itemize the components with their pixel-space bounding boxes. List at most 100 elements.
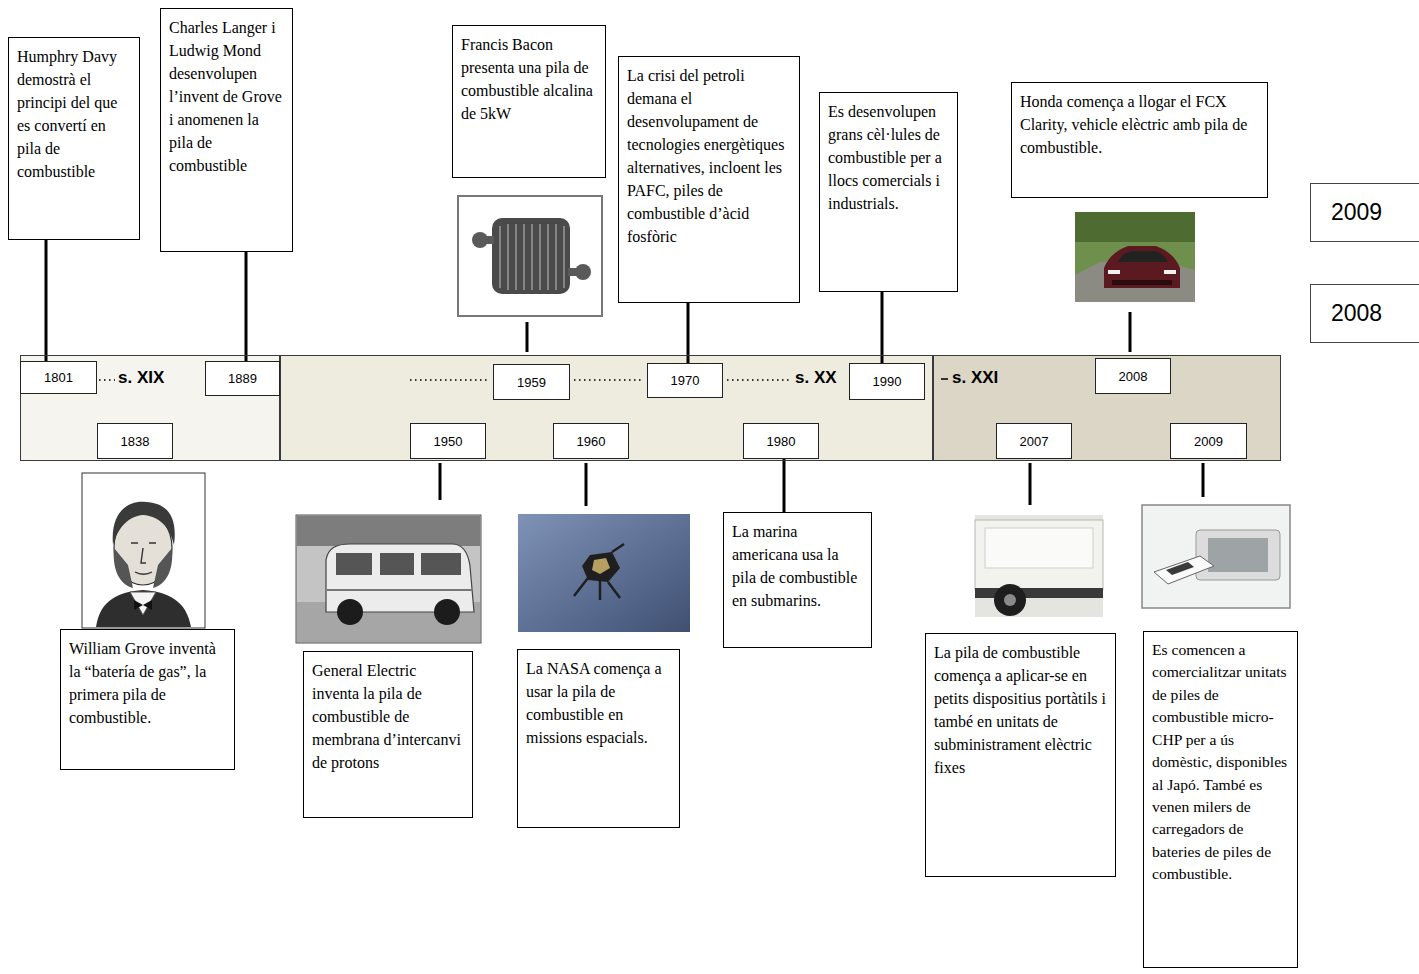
event-text: Es desenvolupen grans cèl·lules de combu…	[828, 100, 949, 215]
event-text: Humphry Davy demostrà el principi del qu…	[17, 45, 131, 183]
truck-body	[975, 520, 1103, 590]
leader-lines	[440, 312, 1203, 506]
cell-plate	[531, 224, 533, 290]
headlight	[1108, 270, 1120, 274]
portrait-picture	[82, 473, 205, 628]
cell-plate	[563, 226, 565, 288]
event-text: La marina americana usa la pila de combu…	[732, 520, 863, 612]
event-box: General Electric inventa la pila de comb…	[303, 651, 473, 818]
cell-plate	[539, 224, 541, 290]
device-screen	[1166, 562, 1194, 575]
device-pad	[1154, 556, 1214, 584]
event-box: La marina americana usa la pila de combu…	[723, 512, 872, 648]
year-box: 1980	[743, 423, 819, 459]
event-text: Honda comença a llogar el FCX Clarity, v…	[1020, 90, 1259, 159]
year-label: 1889	[228, 371, 257, 386]
collar	[130, 592, 156, 615]
century-label: s. XX	[795, 367, 837, 389]
year-note-box: 2008	[1310, 284, 1419, 343]
dotted-leader	[727, 379, 791, 381]
event-text: La NASA comença a usar la pila de combus…	[526, 657, 671, 749]
picture-frame	[1075, 212, 1195, 302]
device-grille	[1208, 538, 1268, 572]
dash-mark	[941, 378, 948, 380]
bumper	[1112, 280, 1172, 285]
truck-picture	[975, 515, 1103, 617]
year-label: 1980	[767, 434, 796, 449]
year-box: 1990	[849, 363, 925, 400]
van-window	[336, 553, 372, 575]
truck-panel	[985, 528, 1093, 568]
coat	[96, 590, 191, 627]
cell-plate	[515, 224, 517, 290]
leader-line	[1029, 463, 1032, 505]
trees	[297, 516, 480, 546]
event-box: La NASA comença a usar la pila de combus…	[517, 649, 680, 828]
year-label: 1950	[434, 434, 463, 449]
timeline-band-fills	[20, 355, 1281, 461]
truck-chassis	[975, 588, 1103, 598]
event-box: Es desenvolupen grans cèl·lules de combu…	[819, 92, 958, 292]
leader-line	[1129, 312, 1132, 352]
windshield	[1118, 251, 1168, 262]
year-box: 1959	[493, 364, 570, 400]
hair	[113, 502, 175, 545]
year-label: 1801	[44, 370, 73, 385]
cell-plates	[500, 224, 564, 290]
event-box: Francis Bacon presenta una pila de combu…	[452, 25, 606, 178]
event-text: Charles Langer i Ludwig Mond desenvolupe…	[169, 16, 284, 177]
timeline-connector	[783, 459, 786, 512]
pipe	[568, 268, 584, 276]
spacecraft-picture	[518, 514, 690, 632]
leader-line	[1202, 463, 1205, 497]
band-fill	[933, 355, 1281, 461]
van-picture	[296, 515, 481, 643]
van-window	[380, 553, 414, 575]
leader-line	[526, 322, 529, 352]
year-box: 2007	[996, 423, 1072, 459]
whiskers	[114, 548, 173, 588]
century-band: s. XIX180118381889	[20, 355, 280, 461]
year-box: 1950	[410, 423, 486, 459]
year-box: 2008	[1095, 358, 1171, 394]
event-text: General Electric inventa la pila de comb…	[312, 659, 464, 774]
lander-body	[582, 552, 620, 582]
cell-plate	[499, 226, 501, 288]
event-box: La crisi del petroli demana el desenvolu…	[618, 56, 800, 303]
features	[131, 543, 156, 574]
dotted-leader	[410, 379, 489, 381]
event-box: William Grove inventà la “batería de gas…	[60, 629, 235, 770]
cell-plate	[523, 224, 525, 290]
year-note-text: 2009	[1331, 199, 1382, 226]
year-label: 1959	[517, 375, 546, 390]
century-label: s. XIX	[118, 367, 164, 389]
picture-frame	[458, 196, 602, 316]
event-text: Francis Bacon presenta una pila de combu…	[461, 33, 597, 125]
band-fill	[20, 355, 280, 461]
timeline-connector	[881, 292, 884, 363]
event-box: La pila de combustible comença a aplicar…	[925, 633, 1116, 877]
dotted-leader	[99, 379, 115, 381]
van-stripe	[327, 589, 473, 591]
picture-frame	[975, 515, 1103, 617]
lander-foil	[592, 558, 610, 574]
century-band: s. XXI 2007 2008 2009	[933, 355, 1281, 461]
leader-line	[585, 463, 588, 506]
wheel	[434, 599, 460, 625]
event-box: Humphry Davy demostrà el principi del qu…	[8, 37, 140, 240]
timeline-connector	[687, 303, 690, 363]
year-box: 1889	[205, 361, 280, 396]
picture-frame	[82, 473, 205, 628]
device-picture	[1142, 505, 1290, 608]
year-box: 1960	[553, 423, 629, 459]
cell-stack	[492, 218, 570, 294]
year-box: 1970	[647, 363, 723, 398]
foliage	[1075, 212, 1195, 242]
century-label: s. XXI	[952, 367, 998, 389]
lander-legs	[574, 544, 624, 600]
year-box: 2009	[1170, 423, 1247, 459]
band-fill	[280, 355, 933, 461]
event-text: William Grove inventà la “batería de gas…	[69, 637, 226, 729]
cell-plate	[547, 224, 549, 290]
year-label: 2007	[1020, 434, 1049, 449]
